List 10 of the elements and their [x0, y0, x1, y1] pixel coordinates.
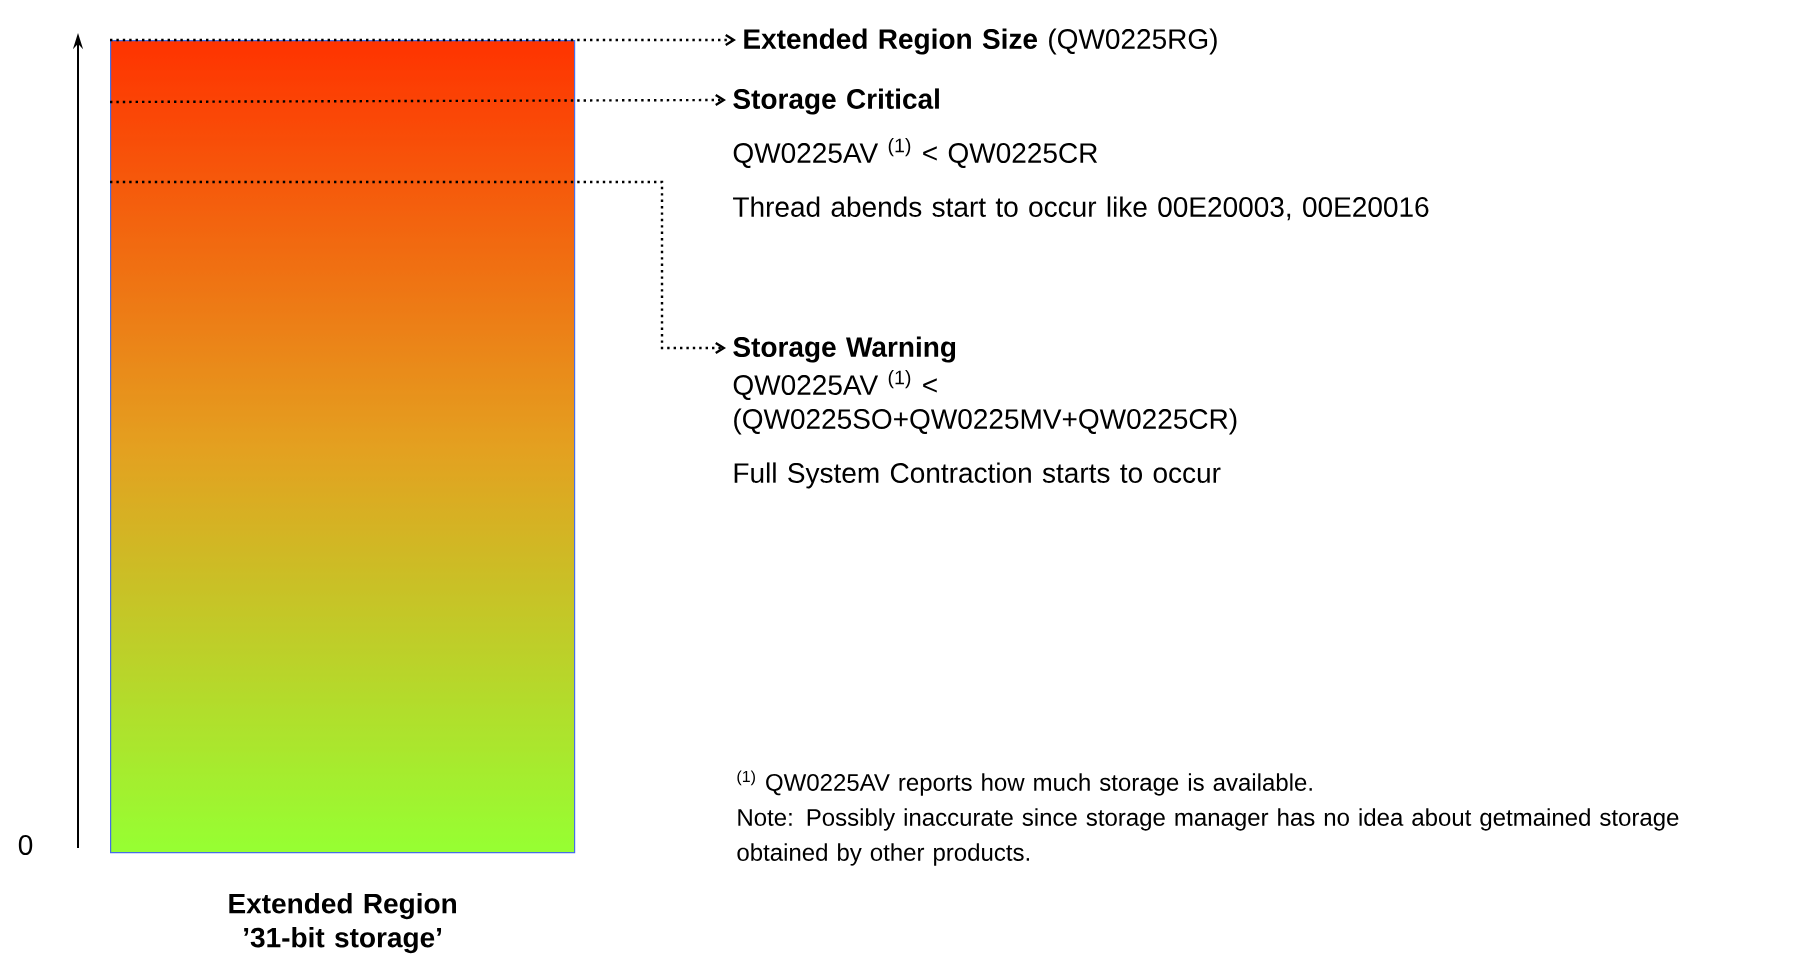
footnote: $^{(1)}$ QW0225AV reports how much storage is available. Note: Possibly inaccurate since storage manager has no idea about getmained storage obtained by other products.	[737, 770, 1679, 866]
bar-caption: Extended Region ’31-bit storage’	[229, 892, 456, 954]
leader-line	[110, 33, 736, 46]
leader-line	[110, 94, 726, 107]
annotation-text: Extended Region Size (QW0225RG)	[744, 28, 1217, 55]
leader-line	[110, 180, 726, 354]
storage-bar	[110, 40, 576, 854]
annotation-text: Storage Warning QW0225AV $^{(1)}$ < (QW0225SO+QW0225MV+QW0225CR) Full System Contraction starts to occur	[733, 336, 1237, 489]
annotation-text: Storage Critical QW0225AV $^{(1)}$ < QW0225CR Thread abends start to occur like 00E20003, 00E20016	[733, 88, 1429, 221]
axis-label: 0	[18, 835, 33, 855]
